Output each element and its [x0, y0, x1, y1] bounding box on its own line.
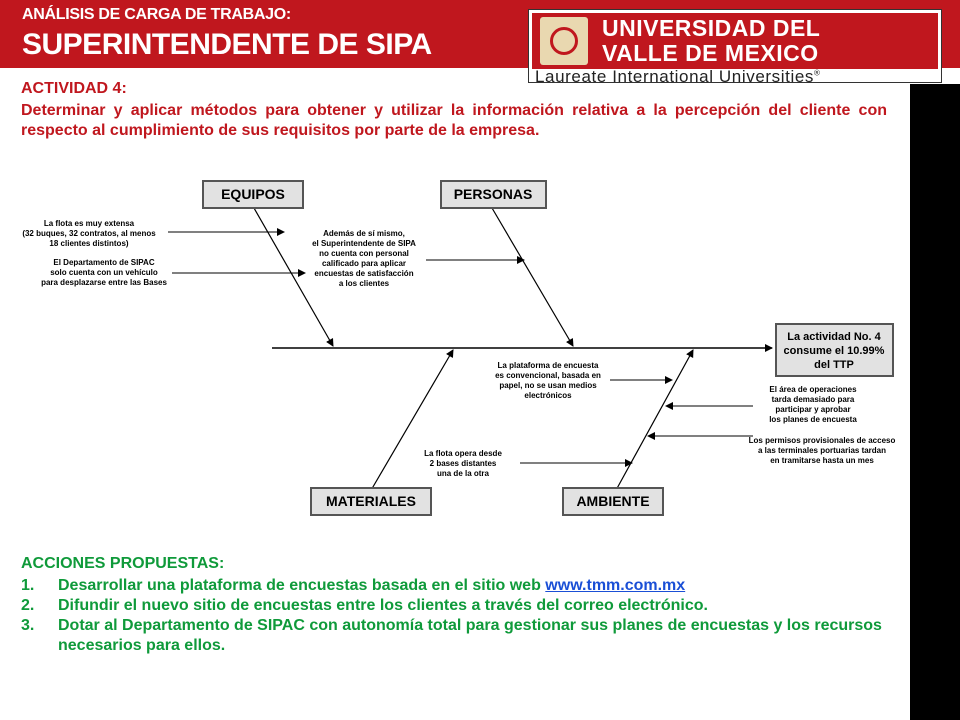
- category-ambiente-label: AMBIENTE: [576, 493, 649, 509]
- category-personas: PERSONAS: [440, 180, 547, 209]
- list-item-text: Desarrollar una plataforma de encuestas …: [58, 577, 546, 594]
- cause-personal: Además de sí mismo, el Superintendente d…: [312, 229, 416, 288]
- cause-text: a las terminales portuarias tardan: [758, 446, 886, 455]
- effect-line-1: La actividad No. 4: [787, 331, 881, 343]
- cause-permisos: Los permisos provisionales de acceso a l…: [749, 436, 896, 465]
- activity-title: ACTIVIDAD 4:: [21, 80, 127, 97]
- cause-text: para desplazarse entre las Bases: [41, 278, 167, 287]
- cause-text: encuestas de satisfacción: [314, 269, 413, 278]
- cause-text: solo cuenta con un vehículo: [50, 268, 158, 277]
- cause-text: a los clientes: [339, 279, 390, 288]
- university-logo: UNIVERSIDAD DEL VALLE DE MEXICO Laureate…: [528, 9, 942, 86]
- list-item: 1. Desarrollar una plataforma de encuesta…: [21, 576, 901, 596]
- actions-title: ACCIONES PROPUESTAS:: [21, 555, 225, 572]
- cause-flota-bases: La flota opera desde 2 bases distantes u…: [424, 449, 502, 478]
- logo-line1: UNIVERSIDAD DEL: [602, 15, 821, 41]
- cause-text: El área de operaciones: [769, 385, 857, 394]
- cause-text: no cuenta con personal: [319, 249, 409, 258]
- tmm-website-link[interactable]: www.tmm.com.mx: [545, 577, 686, 594]
- logo-red-band: UNIVERSIDAD DEL VALLE DE MEXICO: [532, 13, 938, 69]
- university-seal-icon: [540, 17, 588, 65]
- list-item-number: 2.: [21, 597, 35, 614]
- cause-text: La plataforma de encuesta: [498, 361, 599, 370]
- effect-box: La actividad No. 4 consume el 10.99% del…: [775, 323, 894, 377]
- cause-text: Los permisos provisionales de acceso: [749, 436, 896, 445]
- category-equipos: EQUIPOS: [202, 180, 304, 209]
- cause-text: es convencional, basada en: [495, 371, 601, 380]
- header-title: SUPERINTENDENTE DE SIPA: [22, 28, 432, 61]
- cause-text: 18 clientes distintos): [49, 239, 128, 248]
- cause-text: los planes de encuesta: [769, 415, 857, 424]
- cause-text: calificado para aplicar: [322, 259, 406, 268]
- list-item-number: 1.: [21, 577, 35, 594]
- cause-text: 2 bases distantes: [430, 459, 497, 468]
- fishbone-diagram: EQUIPOS PERSONAS MATERIALES AMBIENTE La …: [22, 180, 896, 516]
- cause-text: participar y aprobar: [775, 405, 850, 414]
- logo-name: UNIVERSIDAD DEL VALLE DE MEXICO: [602, 16, 820, 66]
- registered-mark: ®: [813, 68, 821, 78]
- cause-plataforma: La plataforma de encuesta es convenciona…: [495, 361, 601, 400]
- cause-text: tarda demasiado para: [772, 395, 855, 404]
- bone-equipos: [253, 207, 334, 347]
- logo-tagline-row: Laureate International Universities®: [535, 67, 820, 87]
- cause-text: en tramitarse hasta un mes: [770, 456, 874, 465]
- category-materiales-label: MATERIALES: [326, 493, 416, 509]
- logo-tagline: Laureate International Universities: [535, 67, 814, 86]
- effect-line-3: del TTP: [814, 359, 854, 371]
- header-subtitle: ANÁLISIS DE CARGA DE TRABAJO:: [22, 6, 291, 23]
- cause-text: el Superintendente de SIPA: [312, 239, 416, 248]
- cause-text: electrónicos: [524, 391, 572, 400]
- right-black-bar: [910, 84, 960, 720]
- bone-ambiente: [614, 349, 694, 493]
- list-item-number: 3.: [21, 617, 35, 634]
- category-personas-label: PERSONAS: [454, 186, 533, 202]
- list-item: 2. Difundir el nuevo sitio de encuestas e…: [21, 596, 901, 616]
- category-equipos-label: EQUIPOS: [221, 186, 285, 202]
- effect-line-2: consume el 10.99%: [784, 345, 885, 357]
- category-ambiente: AMBIENTE: [562, 487, 664, 516]
- list-item-text: Difundir el nuevo sitio de encuestas ent…: [58, 597, 708, 614]
- cause-text: La flota es muy extensa: [44, 219, 135, 228]
- activity-description: Determinar y aplicar métodos para obtene…: [21, 102, 887, 139]
- bone-personas: [491, 207, 574, 347]
- cause-text: papel, no se usan medios: [499, 381, 597, 390]
- cause-vehiculo: El Departamento de SIPAC solo cuenta con…: [41, 258, 167, 287]
- category-materiales: MATERIALES: [310, 487, 432, 516]
- cause-text: La flota opera desde: [424, 449, 502, 458]
- actions-list: 1. Desarrollar una plataforma de encuesta…: [21, 576, 901, 656]
- bone-materiales: [369, 349, 454, 493]
- cause-text: Además de sí mismo,: [323, 229, 405, 238]
- cause-area-operaciones: El área de operaciones tarda demasiado p…: [769, 385, 857, 424]
- cause-text: una de la otra: [437, 469, 490, 478]
- cause-flota-extensa: La flota es muy extensa (32 buques, 32 c…: [22, 219, 156, 248]
- cause-text: (32 buques, 32 contratos, al menos: [22, 229, 156, 238]
- list-item: 3. Dotar al Departamento de SIPAC con aut…: [21, 616, 901, 656]
- list-item-text: Dotar al Departamento de SIPAC con auton…: [58, 617, 882, 654]
- logo-line2: VALLE DE MEXICO: [602, 40, 819, 66]
- cause-text: El Departamento de SIPAC: [53, 258, 154, 267]
